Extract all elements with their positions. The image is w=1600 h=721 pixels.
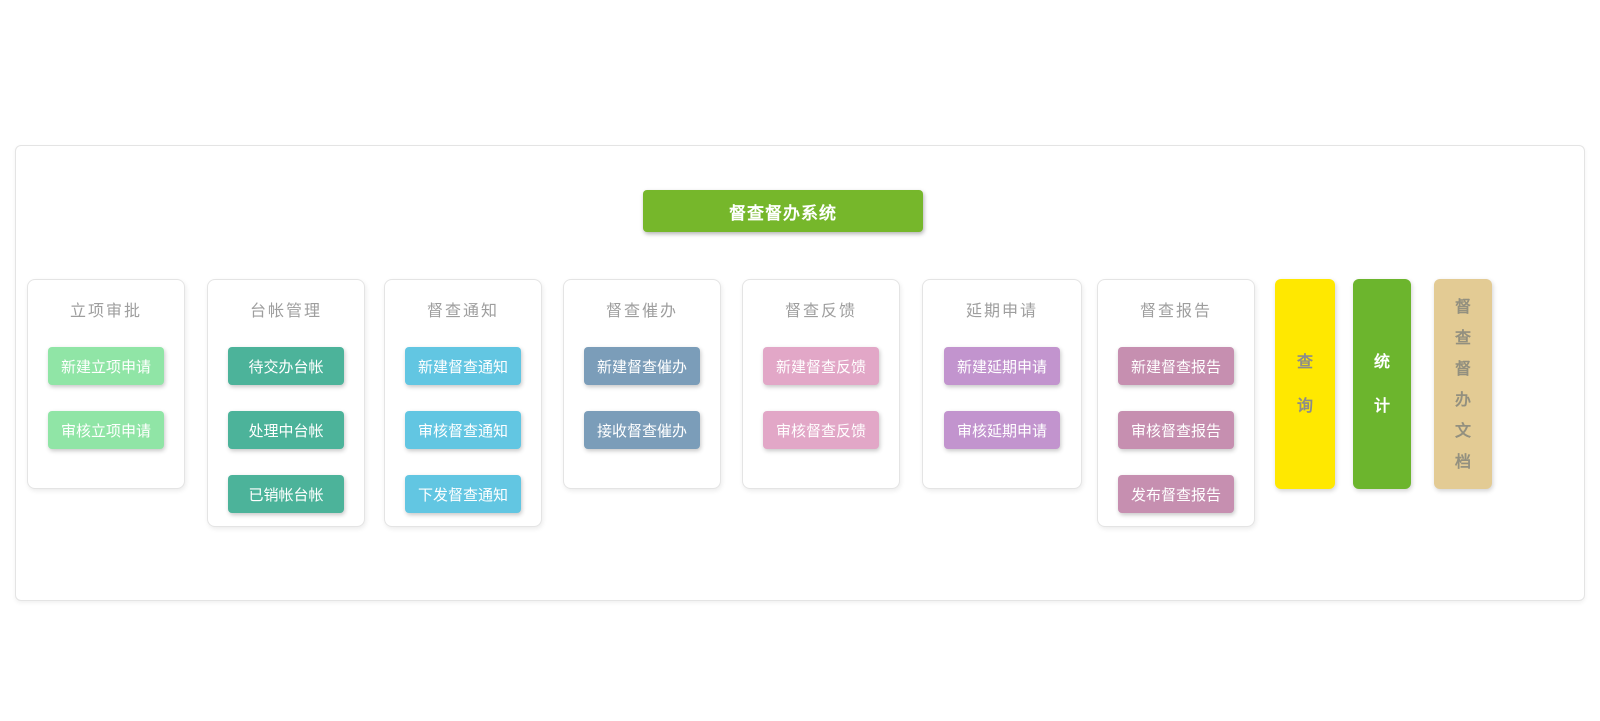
new-supervision-urge-button[interactable]: 新建督查催办	[584, 347, 700, 385]
card-supervision-notice: 督查通知 新建督查通知 审核督查通知 下发督查通知	[384, 279, 542, 527]
supervision-docs-button-label: 督查督办文档	[1454, 297, 1471, 471]
card-title-project-approval: 立项审批	[69, 301, 142, 320]
publish-supervision-report-button[interactable]: 发布督查报告	[1118, 475, 1234, 513]
new-extension-request-button[interactable]: 新建延期申请	[944, 347, 1060, 385]
review-project-request-button[interactable]: 审核立项申请	[48, 411, 164, 449]
card-title-supervision-feedback: 督查反馈	[784, 301, 857, 320]
pending-assignment-ledger-button[interactable]: 待交办台帐	[228, 347, 344, 385]
review-extension-request-button[interactable]: 审核延期申请	[944, 411, 1060, 449]
issue-supervision-notice-button[interactable]: 下发督查通知	[405, 475, 521, 513]
review-supervision-notice-button[interactable]: 审核督查通知	[405, 411, 521, 449]
card-extension-request: 延期申请 新建延期申请 审核延期申请	[922, 279, 1082, 489]
card-ledger-management: 台帐管理 待交办台帐 处理中台帐 已销帐台帐	[207, 279, 365, 527]
query-button[interactable]: 查询	[1275, 279, 1335, 489]
in-progress-ledger-button[interactable]: 处理中台帐	[228, 411, 344, 449]
closed-ledger-button[interactable]: 已销帐台帐	[228, 475, 344, 513]
review-supervision-feedback-button[interactable]: 审核督查反馈	[763, 411, 879, 449]
card-supervision-feedback: 督查反馈 新建督查反馈 审核督查反馈	[742, 279, 900, 489]
new-supervision-report-button[interactable]: 新建督查报告	[1118, 347, 1234, 385]
card-title-supervision-report: 督查报告	[1139, 301, 1212, 320]
card-title-ledger-management: 台帐管理	[249, 301, 322, 320]
card-project-approval: 立项审批 新建立项申请 审核立项申请	[27, 279, 185, 489]
card-title-extension-request: 延期申请	[965, 301, 1038, 320]
card-supervision-urge: 督查催办 新建督查催办 接收督查催办	[563, 279, 721, 489]
supervision-docs-button[interactable]: 督查督办文档	[1434, 279, 1492, 489]
system-title-button[interactable]: 督查督办系统	[643, 190, 923, 232]
new-project-request-button[interactable]: 新建立项申请	[48, 347, 164, 385]
new-supervision-feedback-button[interactable]: 新建督查反馈	[763, 347, 879, 385]
review-supervision-report-button[interactable]: 审核督查报告	[1118, 411, 1234, 449]
card-title-supervision-notice: 督查通知	[426, 301, 499, 320]
statistics-button-label: 统计	[1373, 352, 1390, 415]
query-button-label: 查询	[1296, 352, 1313, 415]
receive-supervision-urge-button[interactable]: 接收督查催办	[584, 411, 700, 449]
statistics-button[interactable]: 统计	[1353, 279, 1411, 489]
card-title-supervision-urge: 督查催办	[605, 301, 678, 320]
card-supervision-report: 督查报告 新建督查报告 审核督查报告 发布督查报告	[1097, 279, 1255, 527]
new-supervision-notice-button[interactable]: 新建督查通知	[405, 347, 521, 385]
